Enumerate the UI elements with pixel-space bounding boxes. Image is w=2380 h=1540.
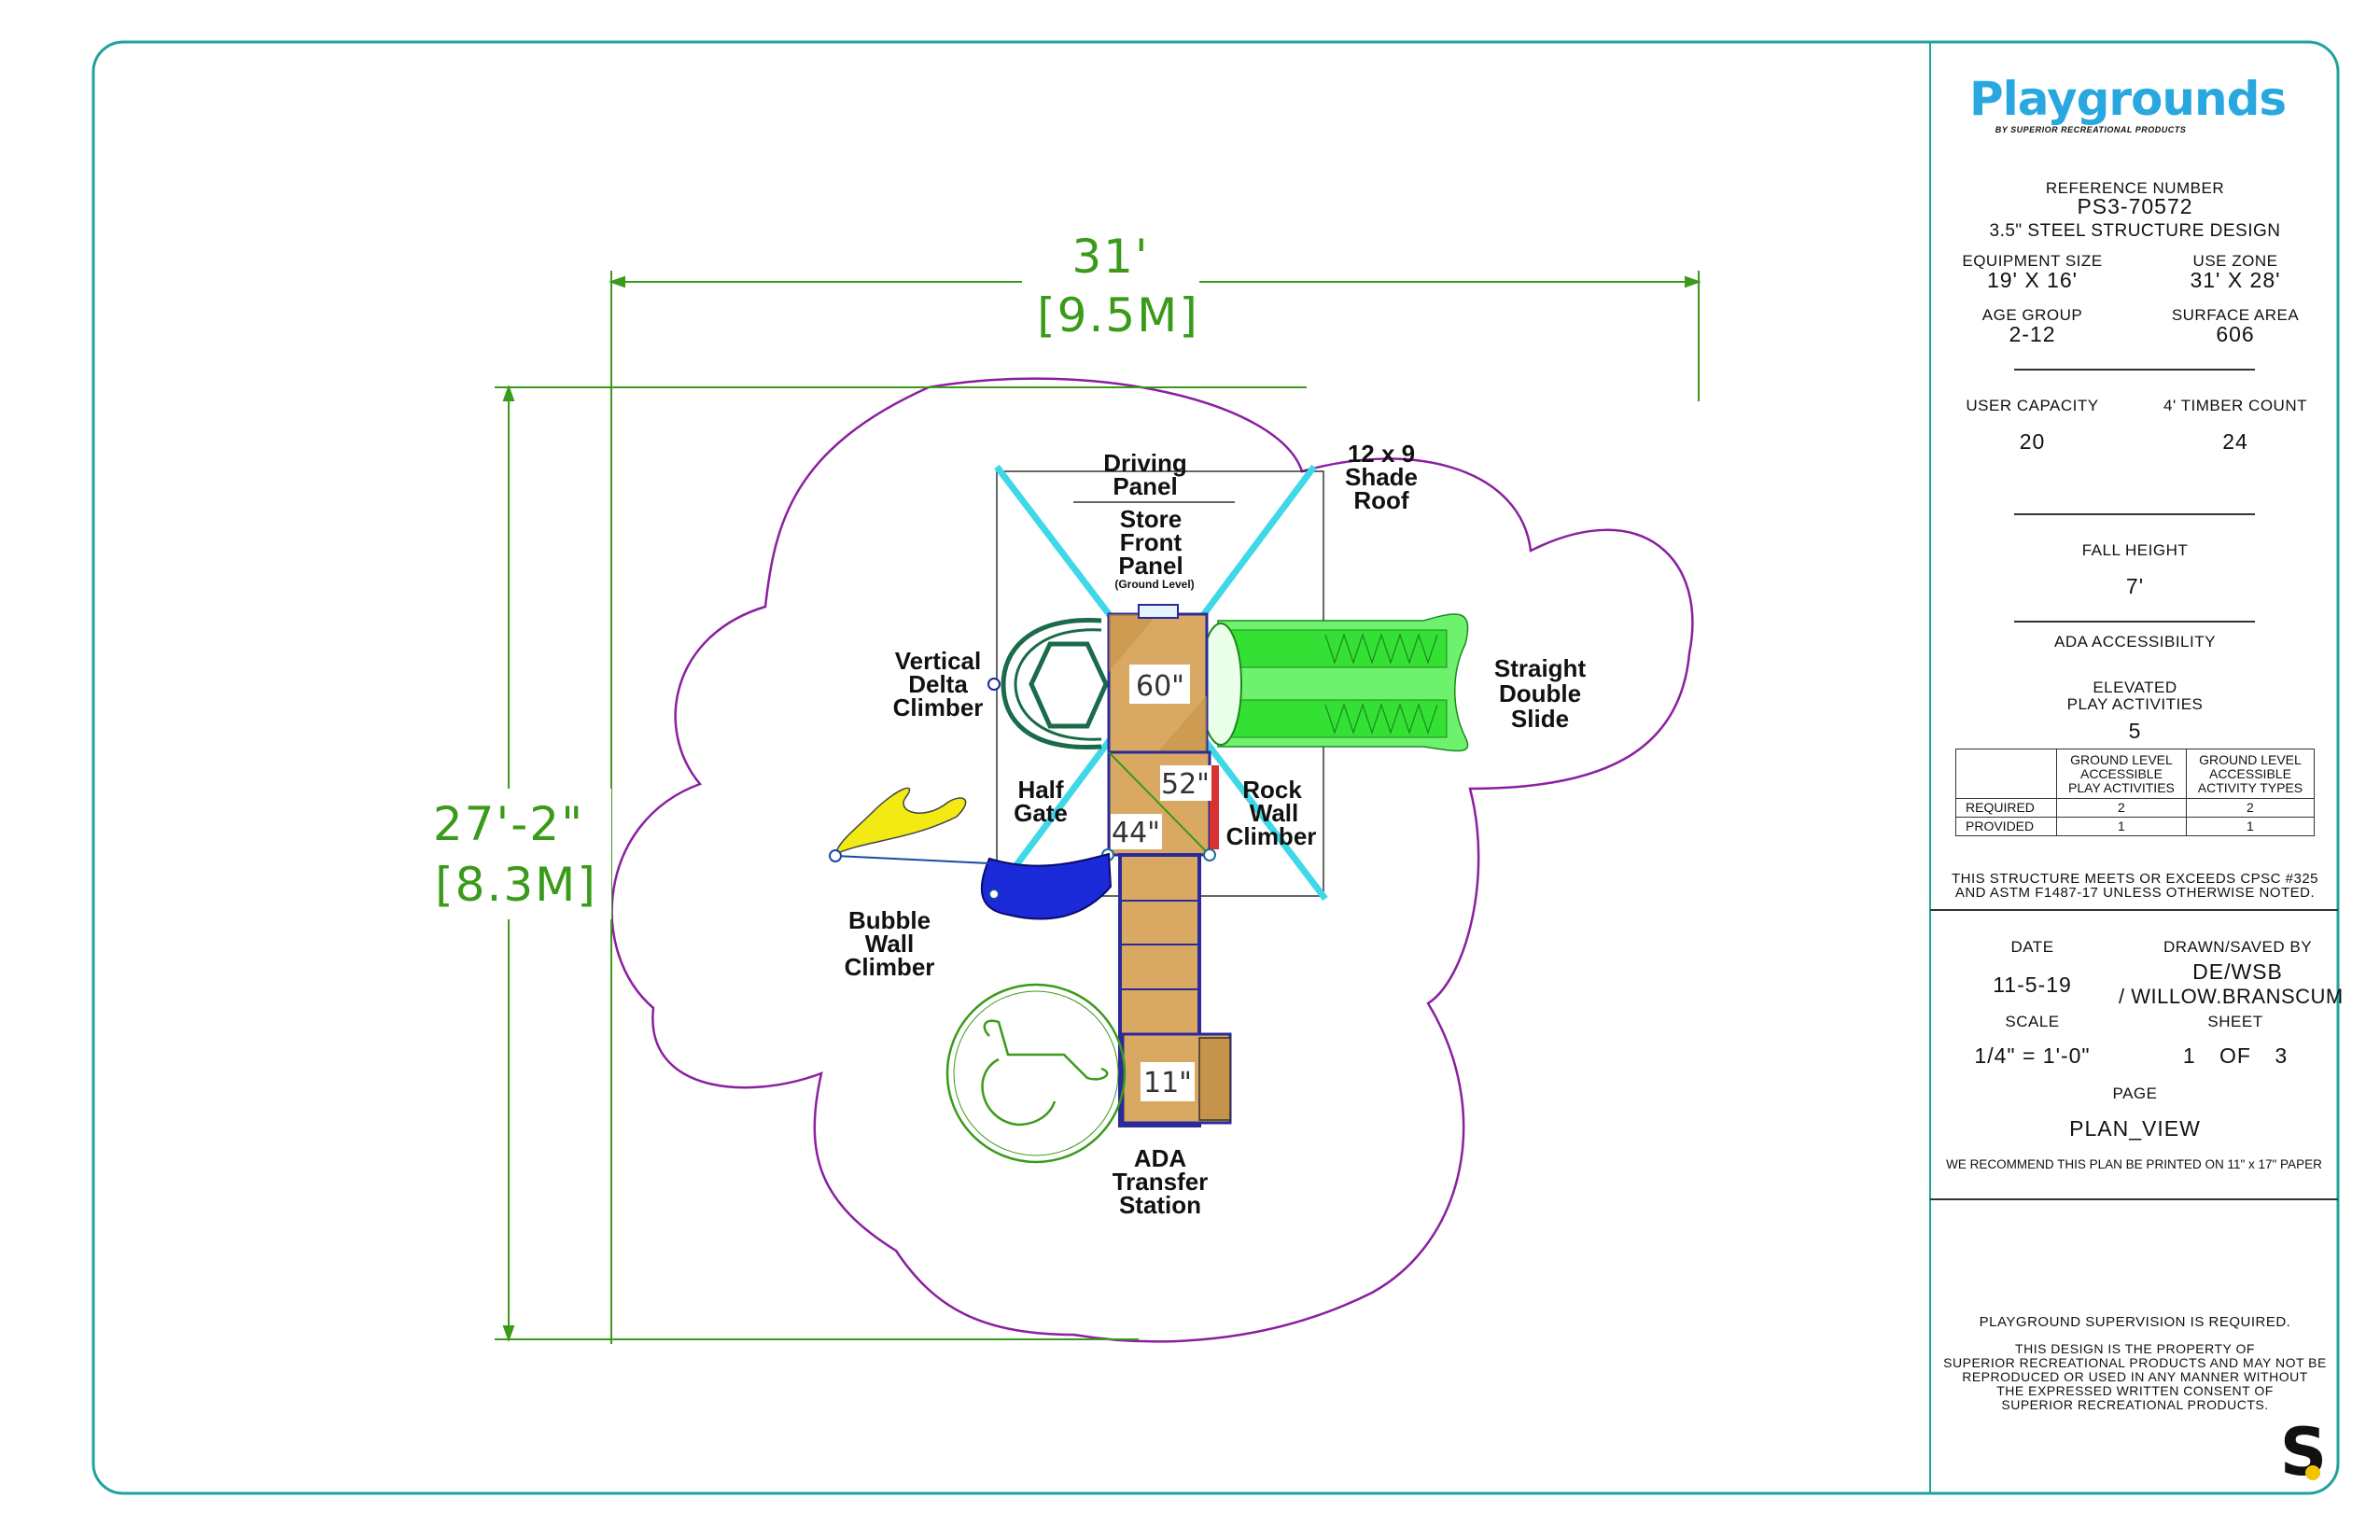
svg-text:Shade: Shade [1345,463,1418,491]
print-recommendation: WE RECOMMEND THIS PLAN BE PRINTED ON 11"… [1946,1157,2322,1171]
height-m-label: [8.3M] [435,858,597,912]
page-value: PLAN_VIEW [2069,1116,2201,1141]
col2-header: GROUND LEVEL ACCESSIBLE ACTIVITY TYPES [2185,749,2316,799]
svg-text:Climber: Climber [845,953,935,981]
svg-text:Transfer: Transfer [1113,1168,1209,1196]
svg-text:Double: Double [1499,679,1581,707]
platform-11-label: 11" [1143,1067,1192,1099]
drawn-by-initials: DE/WSB [2192,959,2283,984]
fall-height: 7' [2125,574,2145,598]
vertical-delta-climber [987,618,1109,749]
surface-area-label: SURFACE AREA [2171,306,2300,324]
property-note: THIS DESIGN IS THE PROPERTY OF SUPERIOR … [1943,1341,2327,1412]
svg-text:(Ground Level): (Ground Level) [1114,578,1194,591]
playgrounds-logo: Playgrounds BY SUPERIOR RECREATIONAL PRO… [1969,72,2287,134]
use-zone: 31' X 28' [2190,268,2281,292]
equipment-size-label: EQUIPMENT SIZE [1962,252,2103,270]
supervision-note: PLAYGROUND SUPERVISION IS REQUIRED. [1979,1314,2291,1330]
width-m-label: [9.5M] [1037,288,1199,343]
ada-symbol [945,983,1127,1164]
svg-text:Delta: Delta [908,670,968,698]
user-capacity-label: USER CAPACITY [1966,397,2099,414]
page-label: PAGE [2112,1085,2158,1102]
elevated-count: 5 [2128,719,2142,743]
svg-text:S: S [2280,1414,2327,1491]
table-row: PROVIDED 1 1 [1955,817,2316,836]
svg-text:Half: Half [1017,776,1063,804]
platform-60-label: 60" [1136,670,1184,703]
table-row: REQUIRED 2 2 [1955,798,2316,818]
svg-text:Wall: Wall [865,930,914,958]
label-rock-wall-climber: Rock Wall Climber [1226,776,1317,850]
svg-text:Climber: Climber [893,693,984,721]
svg-text:ADA: ADA [1134,1144,1187,1172]
scale-label: SCALE [2005,1013,2060,1030]
svg-text:Bubble: Bubble [848,906,931,934]
ada-activity-table: GROUND LEVEL ACCESSIBLE PLAY ACTIVITIES … [1955,749,2316,836]
fall-height-label: FALL HEIGHT [2081,541,2189,559]
col1-header: GROUND LEVEL ACCESSIBLE PLAY ACTIVITIES [2056,749,2187,799]
corner-logo: S [2280,1414,2327,1491]
label-half-gate: Half Gate [1014,776,1068,827]
sheet-value: 1 OF 3 [2182,1043,2289,1068]
ada-accessibility-label: ADA ACCESSIBILITY [2054,633,2216,651]
svg-text:Vertical: Vertical [895,647,982,675]
compliance-line-1: THIS STRUCTURE MEETS OR EXCEEDS CPSC #32… [1951,871,2319,887]
elevated-label-2: PLAY ACTIVITIES [2066,695,2204,713]
page-border [91,40,2340,1495]
svg-text:Rock: Rock [1242,776,1302,804]
age-group-label: AGE GROUP [1981,306,2083,324]
svg-text:Panel: Panel [1113,472,1177,500]
label-driving-panel: Driving Panel [1103,449,1187,500]
label-delta-climber: Vertical Delta Climber [893,647,984,721]
svg-text:Store: Store [1120,505,1182,533]
drawn-by-user: / WILLOW.BRANSCUM [2119,985,2344,1008]
svg-text:Station: Station [1119,1191,1201,1219]
surface-area: 606 [2216,322,2255,346]
label-store-front-panel: Store Front Panel (Ground Level) [1114,505,1194,591]
svg-text:Roof: Roof [1353,486,1409,514]
user-capacity: 20 [2019,429,2046,454]
label-bubble-wall-climber: Bubble Wall Climber [845,906,935,981]
timber-count-label: 4' TIMBER COUNT [2163,397,2307,414]
transfer-steps [1118,853,1232,1127]
svg-text:Straight: Straight [1494,654,1587,682]
straight-double-slide [1199,613,1469,752]
elevated-label-1: ELEVATED [2093,679,2177,696]
svg-text:Gate: Gate [1014,799,1068,827]
timber-count: 24 [2222,429,2248,454]
scale-value: 1/4" = 1'-0" [1974,1043,2091,1068]
date-label: DATE [2010,938,2054,956]
label-shade-roof: 12 x 9 Shade Roof [1345,440,1418,514]
svg-text:Panel: Panel [1118,552,1183,580]
compliance-line-2: AND ASTM F1487-17 UNLESS OTHERWISE NOTED… [1954,885,2316,901]
design-type: 3.5" STEEL STRUCTURE DESIGN [1989,221,2281,241]
label-ada-transfer-station: ADA Transfer Station [1113,1144,1209,1219]
sheet-label: SHEET [2207,1013,2263,1030]
age-group: 2-12 [2009,322,2056,346]
reference-label: REFERENCE NUMBER [2045,179,2225,197]
equipment-size: 19' X 16' [1986,268,2079,292]
svg-text:Wall: Wall [1250,799,1298,827]
platform-44-label: 44" [1112,817,1160,849]
platform-52-label: 52" [1161,768,1210,801]
svg-text:Driving: Driving [1103,449,1187,477]
width-ft-label: 31' [1071,230,1149,284]
drawn-by-label: DRAWN/SAVED BY [2163,938,2313,956]
svg-text:Front: Front [1120,528,1183,556]
svg-text:Slide: Slide [1511,705,1569,733]
use-zone-outline [610,377,1694,1343]
svg-text:12 x 9: 12 x 9 [1348,440,1415,468]
label-straight-double-slide: Straight Double Slide [1494,654,1587,733]
svg-text:Climber: Climber [1226,822,1317,850]
bubble-wall-climber [829,787,1113,920]
reference-number: PS3-70572 [2077,194,2193,218]
date-value: 11-5-19 [1993,973,2072,997]
use-zone-label: USE ZONE [2192,252,2278,270]
height-ft-label: 27'-2" [433,797,584,851]
